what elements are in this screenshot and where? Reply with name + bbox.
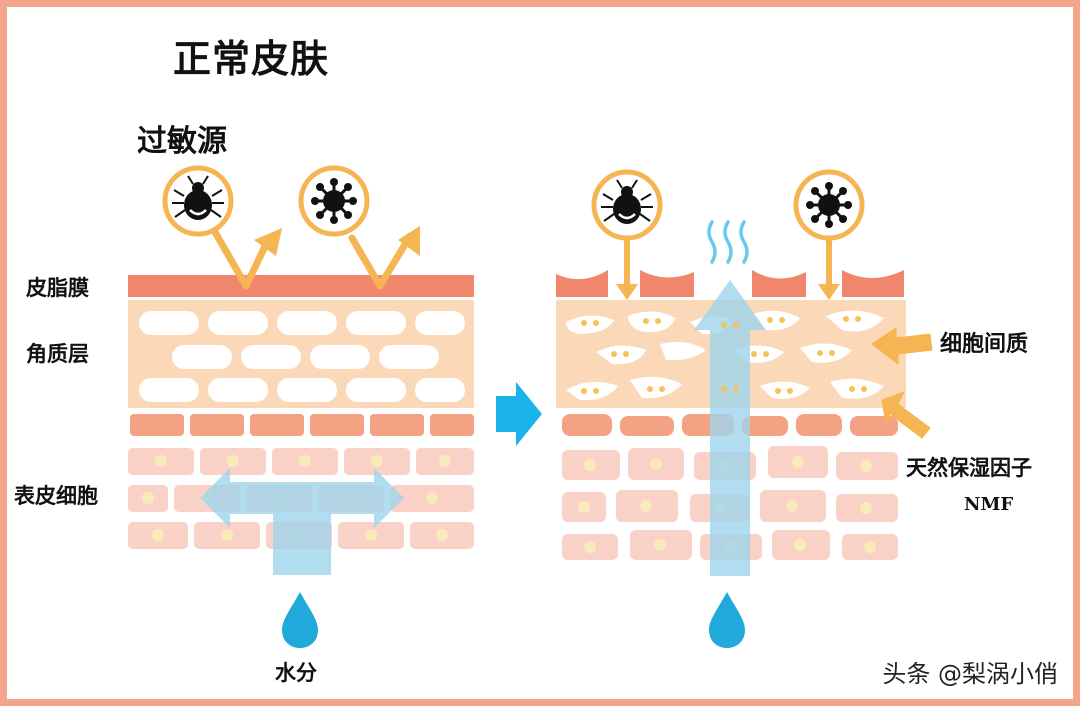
label-stratum-corneum: 角质层 — [26, 342, 89, 366]
label-nmf-cn: 天然保湿因子 — [906, 456, 1032, 480]
mite-icon — [162, 165, 234, 237]
right-water-arrow-dots — [721, 322, 739, 392]
left-stratum-corneum — [128, 300, 474, 408]
watermark: 头条 @梨涡小俏 — [882, 660, 1058, 688]
right-allergen-arrows — [616, 240, 840, 300]
left-basal-row — [130, 414, 474, 436]
label-epidermal-cells: 表皮细胞 — [14, 484, 98, 508]
mite-icon — [591, 169, 663, 241]
transition-arrow-icon — [496, 382, 542, 446]
water-label: 水分 — [275, 661, 317, 685]
page-title: 正常皮肤 — [173, 37, 330, 81]
allergen-label: 过敏源 — [137, 124, 227, 159]
right-water-arrow — [694, 280, 766, 576]
right-sebum-film — [556, 270, 904, 297]
water-drop-icon — [709, 592, 745, 648]
label-nmf-en: NMF — [964, 494, 1014, 515]
virus-icon — [298, 165, 370, 237]
left-water-arrows — [200, 468, 404, 575]
water-drop-icon — [282, 592, 318, 648]
steam-icon — [707, 220, 749, 264]
left-bounce-arrowheads — [254, 226, 420, 256]
label-intercellular: 细胞间质 — [940, 332, 1029, 357]
left-bounce-arrows — [211, 228, 414, 290]
label-sebum: 皮脂膜 — [26, 276, 89, 300]
label-pointer-arrows — [871, 327, 933, 439]
left-sebum-film — [128, 275, 474, 297]
virus-icon — [793, 169, 865, 241]
